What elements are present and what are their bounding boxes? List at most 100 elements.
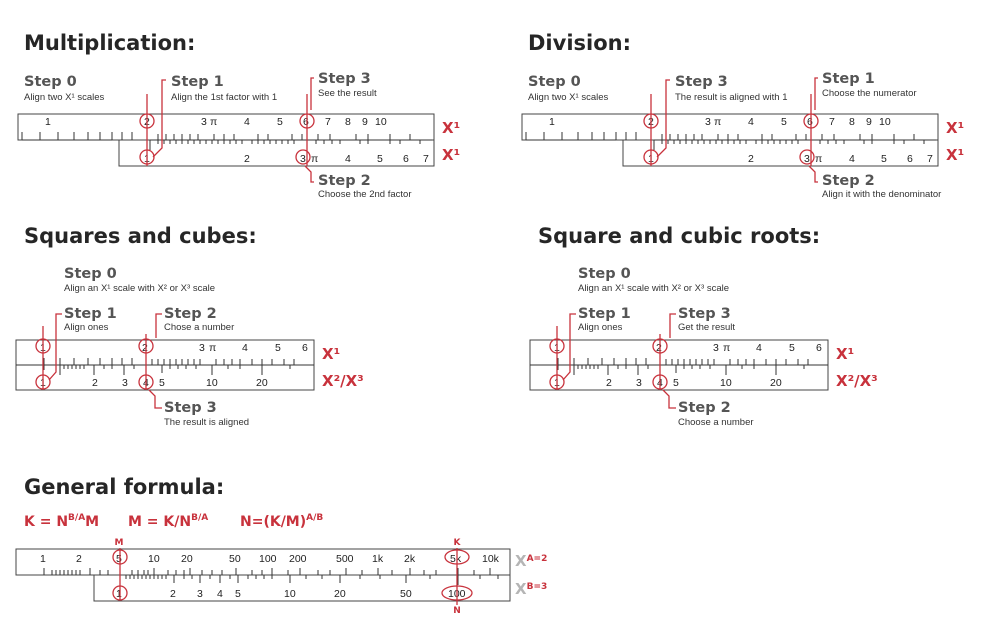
marker-circle	[138, 374, 154, 390]
scale-bottom-ticks	[149, 140, 421, 150]
marker-circle	[803, 113, 819, 129]
tick-label: 1	[549, 116, 555, 128]
step-3-heading: Step 3	[678, 306, 731, 322]
marker-n-label: N	[453, 606, 461, 616]
tick-label: 50	[229, 553, 241, 565]
scale-top-body	[521, 113, 939, 141]
tick-label: 10	[879, 116, 891, 128]
step-1-heading: Step 1	[822, 71, 875, 87]
scale-label-top: X¹	[322, 345, 340, 363]
tick-label: 9	[866, 116, 872, 128]
marker-circle	[112, 549, 128, 565]
tick-label: 5	[781, 116, 787, 128]
tick-label: 7	[423, 153, 429, 165]
marker-m-label: M	[115, 538, 124, 548]
tick-label: 5	[235, 588, 241, 600]
step-3-desc: See the result	[318, 88, 377, 99]
step-1-heading: Step 1	[578, 306, 631, 322]
tick-label: 8	[849, 116, 855, 128]
marker-circle	[799, 149, 815, 165]
scale-bottom-ticks	[653, 140, 925, 150]
tick-label: π	[714, 116, 721, 128]
marker-circle	[139, 113, 155, 129]
section-title: Multiplication:	[24, 31, 195, 55]
tick-label: 3	[122, 377, 128, 389]
scale-top-ticks	[557, 358, 809, 365]
tick-label: 200	[289, 553, 307, 565]
tick-label: 6	[807, 116, 813, 128]
tick-label: 10	[720, 377, 732, 389]
step-3-heading: Step 3	[318, 71, 371, 87]
tick-label: π	[210, 116, 217, 128]
tick-label: 2	[92, 377, 98, 389]
tick-label: 3	[197, 588, 203, 600]
step-0-heading: Step 0	[578, 266, 631, 282]
tick-label: 5	[673, 377, 679, 389]
callout-step-1	[42, 313, 62, 390]
callout-step-3	[148, 389, 162, 409]
step-0-desc: Align two X¹ scales	[528, 92, 609, 103]
panel-squares-and-cubes: Squares and cubes: Step 0 Align an X¹ sc…	[15, 224, 364, 428]
callout-step-1	[556, 313, 576, 390]
marker-k-label: K	[454, 538, 462, 548]
tick-label: 3	[300, 153, 306, 165]
tick-label: 1	[45, 116, 51, 128]
step-2-desc: Choose the 2nd factor	[318, 189, 411, 200]
scale-label-bottom: XB=3	[515, 580, 547, 598]
scale-label-top: X¹	[946, 119, 964, 137]
tick-label: 5	[277, 116, 283, 128]
step-3-desc: The result is aligned	[164, 417, 249, 428]
scale-label-bottom: X²/X³	[836, 372, 878, 390]
tick-label: 10	[375, 116, 387, 128]
scale-label-top: XA=2	[515, 552, 547, 570]
tick-label: 2	[656, 342, 662, 354]
tick-label: 6	[816, 342, 822, 354]
tick-label: 7	[325, 116, 331, 128]
tick-label: 3	[705, 116, 711, 128]
marker-ellipse	[441, 585, 473, 601]
tick-label: 2	[142, 342, 148, 354]
scale-top-ticks	[525, 132, 915, 140]
tick-label: 2	[244, 153, 250, 165]
scale-label-bottom: X¹	[442, 146, 460, 164]
tick-label: 3	[199, 342, 205, 354]
tick-label: 20	[770, 377, 782, 389]
marker-circle	[295, 149, 311, 165]
step-3-heading: Step 3	[164, 400, 217, 416]
step-1-desc: Align ones	[64, 322, 109, 333]
marker-circle	[549, 338, 565, 354]
tick-label: 2	[170, 588, 176, 600]
tick-label: 1k	[372, 553, 384, 565]
tick-label: 4	[244, 116, 250, 128]
scale-label-bottom: X¹	[946, 146, 964, 164]
step-0-heading: Step 0	[24, 74, 77, 90]
marker-circle	[112, 585, 128, 601]
tick-label: 5	[159, 377, 165, 389]
tick-label: π	[311, 153, 318, 165]
tick-label: 5	[881, 153, 887, 165]
scale-label-top: X¹	[836, 345, 854, 363]
callout-step-3	[659, 313, 676, 390]
marker-ellipse	[444, 549, 470, 565]
tick-label: 5	[789, 342, 795, 354]
scale-bottom-ticks	[43, 365, 291, 375]
formula-n: N=(K/M)A/B	[240, 513, 323, 530]
tick-label: π	[723, 342, 730, 354]
step-2-heading: Step 2	[164, 306, 217, 322]
scale-label-top: X¹	[442, 119, 460, 137]
tick-label: 3	[201, 116, 207, 128]
section-title: Square and cubic roots:	[538, 224, 820, 248]
panel-division: Division: Step 0 Align two X¹ scales Ste…	[521, 31, 964, 200]
callout-step-3	[306, 77, 314, 166]
callout-step-2	[145, 313, 162, 390]
scale-label-bottom: X²/X³	[322, 372, 364, 390]
section-title: General formula:	[24, 475, 224, 499]
marker-circle	[643, 149, 659, 165]
marker-circle	[35, 338, 51, 354]
tick-label: 5	[377, 153, 383, 165]
panel-general-formula: General formula: K = NB/AM M = K/NB/A N=…	[15, 475, 547, 616]
step-1-heading: Step 1	[171, 74, 224, 90]
tick-label: 20	[181, 553, 193, 565]
tick-label: 5k	[450, 553, 462, 565]
tick-label: π	[815, 153, 822, 165]
